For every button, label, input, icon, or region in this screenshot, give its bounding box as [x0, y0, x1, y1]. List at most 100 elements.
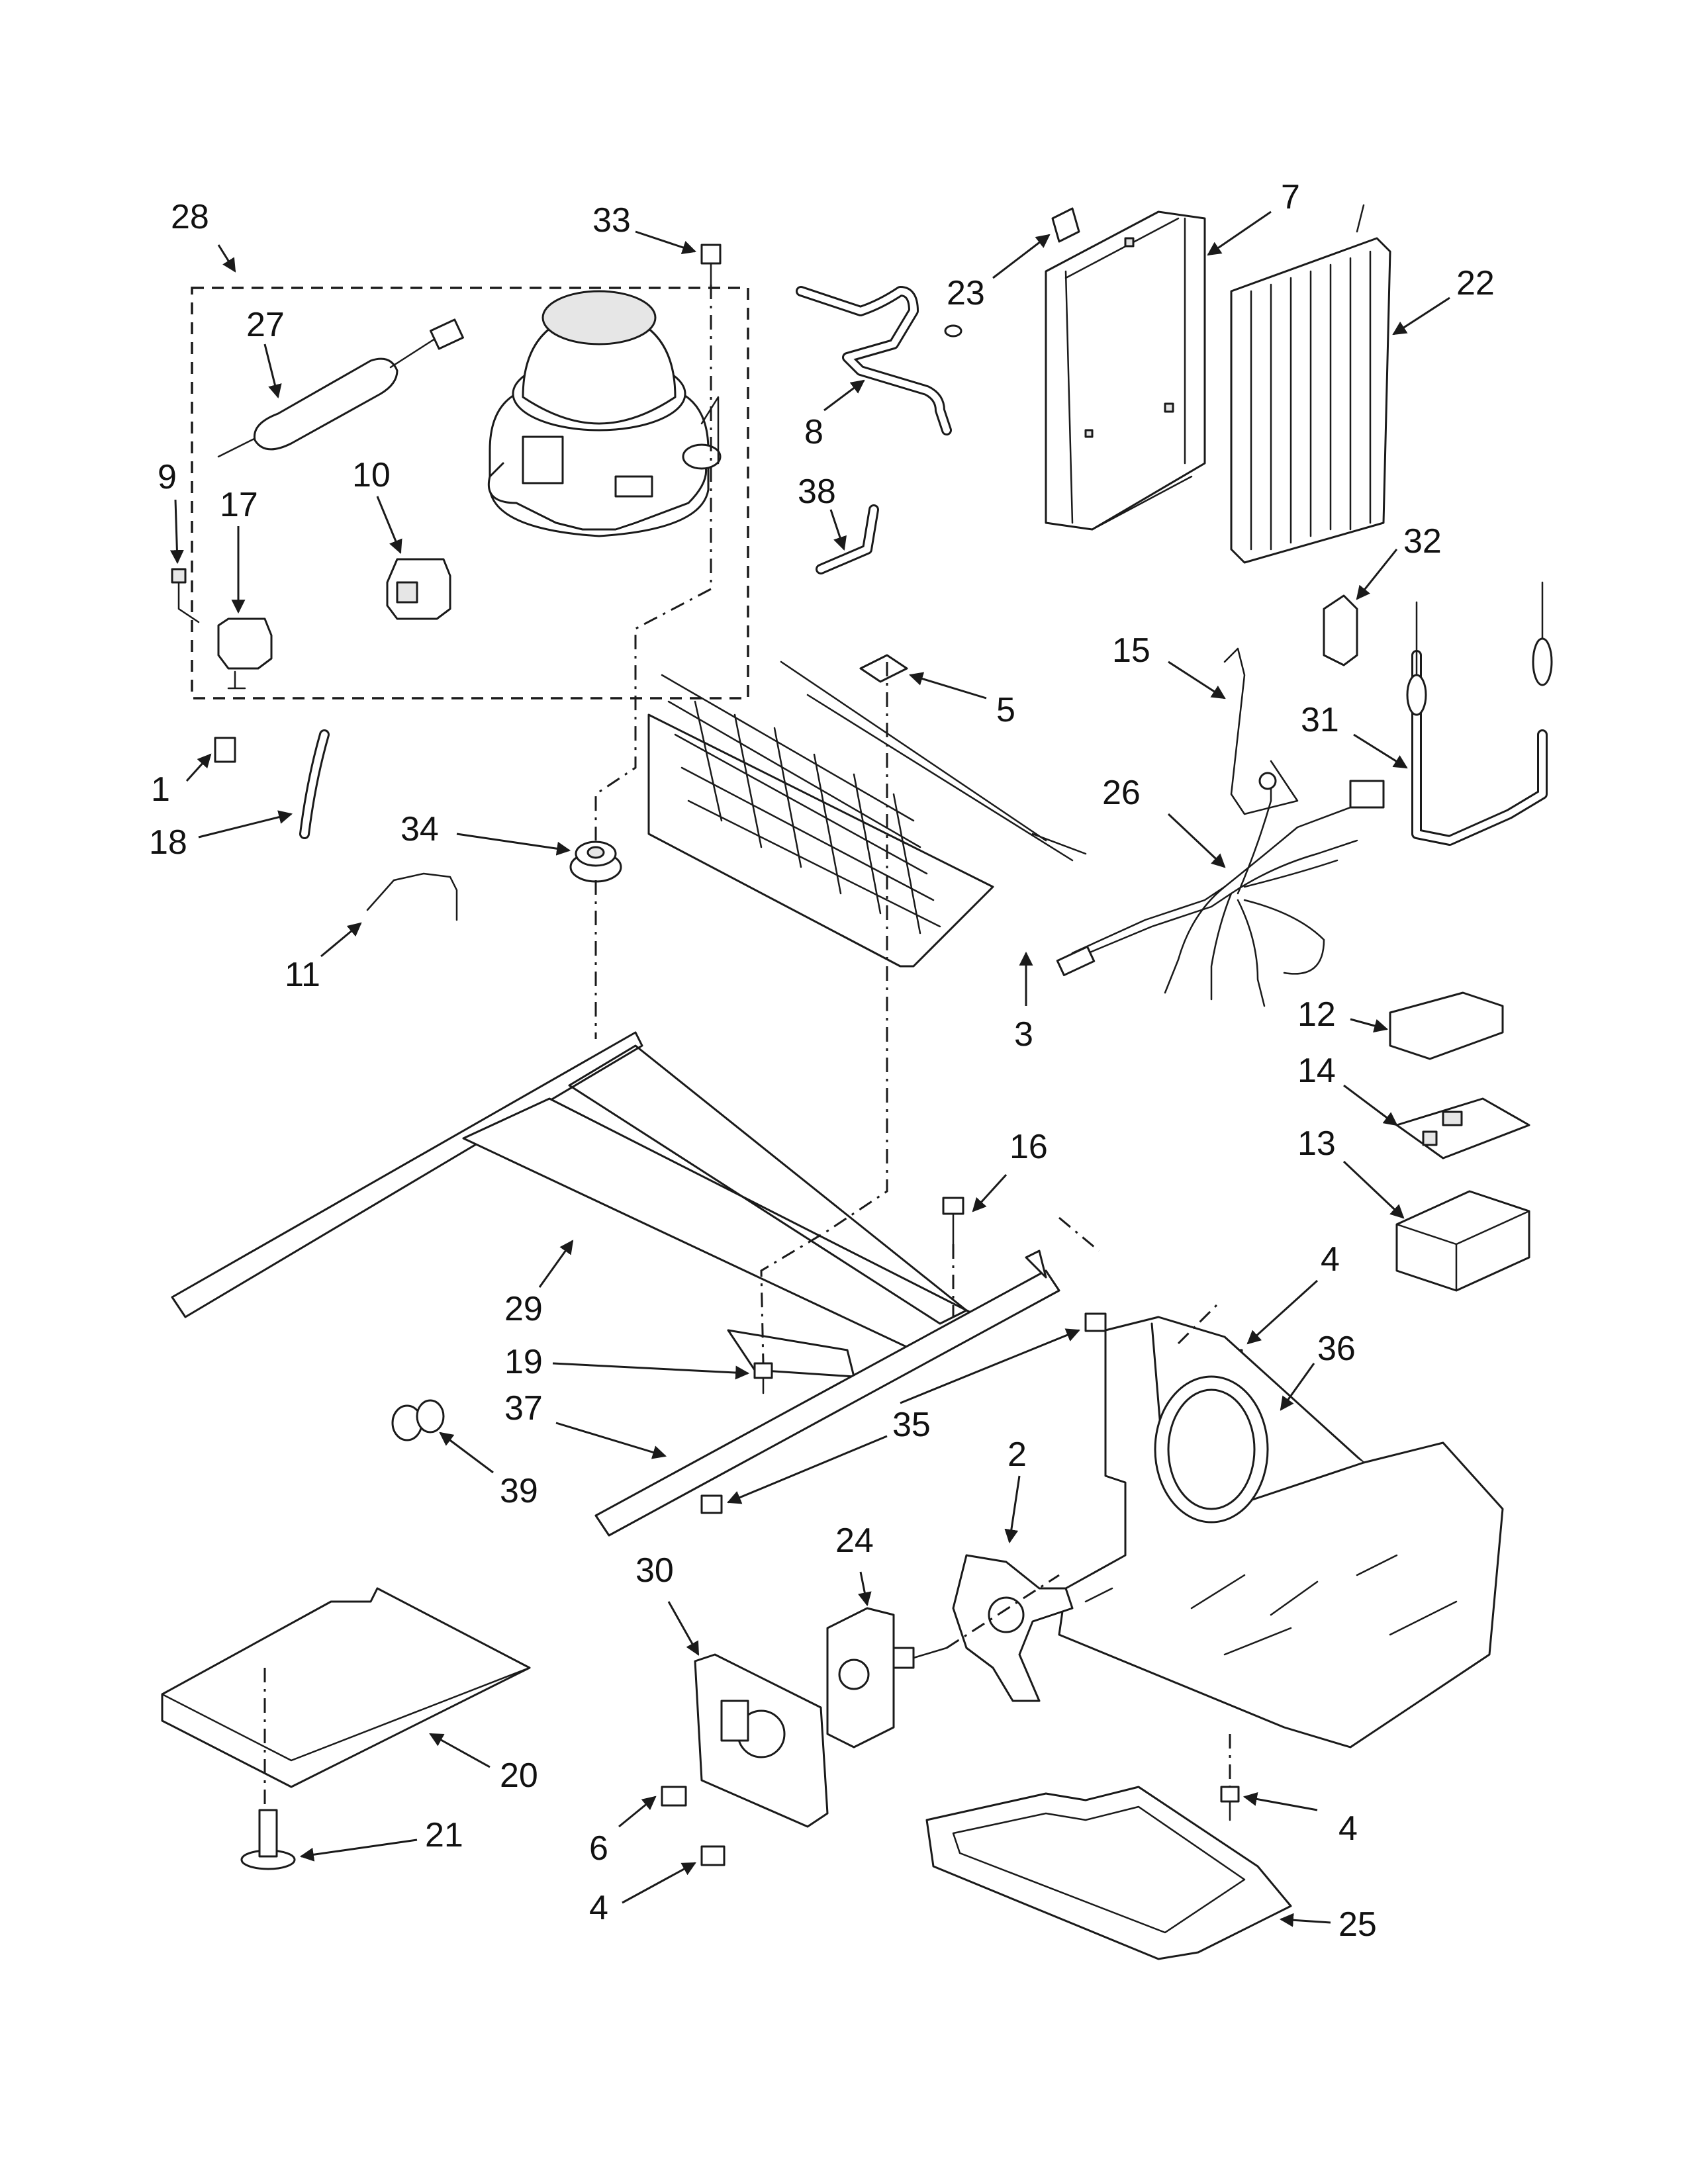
callout-13: 13	[1297, 1124, 1405, 1219]
callout-label-12: 12	[1297, 995, 1336, 1034]
fan-blade-part	[952, 1554, 1074, 1702]
callout-label-38: 38	[798, 473, 836, 511]
callout-label-9: 9	[158, 458, 177, 496]
callout-3: 3	[1014, 951, 1033, 1054]
callout-33: 33	[592, 201, 696, 254]
callout-38: 38	[798, 473, 847, 551]
callout-label-4a: 4	[1321, 1240, 1340, 1279]
callout-19: 19	[504, 1343, 750, 1381]
clip-part	[214, 737, 236, 763]
callout-16: 16	[972, 1128, 1048, 1212]
callout-label-4b: 4	[589, 1889, 608, 1927]
condenser-coil-part	[647, 660, 1087, 968]
tubing-part-31	[1406, 581, 1553, 846]
callout-21: 21	[299, 1816, 463, 1862]
callout-label-24: 24	[835, 1522, 874, 1560]
compressor-assembly-boundary	[191, 287, 749, 700]
callout-29: 29	[504, 1240, 574, 1328]
screw-part	[700, 244, 722, 286]
callout-label-31: 31	[1301, 701, 1339, 739]
relay-part	[386, 558, 451, 620]
control-board-part	[1395, 1097, 1530, 1160]
clip-part-23	[1051, 207, 1080, 243]
motor-bracket-part	[694, 1653, 829, 1828]
wire-clip-part	[366, 872, 458, 921]
callout-label-33: 33	[592, 201, 631, 240]
screw-part-35b	[700, 1494, 723, 1514]
tube-part-38	[816, 504, 879, 574]
callout-4b: 4	[589, 1862, 696, 1927]
callout-5: 5	[908, 672, 1015, 729]
callout-label-26: 26	[1102, 774, 1141, 812]
callout-label-8: 8	[804, 413, 823, 451]
callout-6: 6	[589, 1796, 657, 1868]
callout-4a: 4	[1246, 1240, 1340, 1345]
tube-part-8	[796, 286, 962, 435]
callout-10: 10	[352, 456, 402, 554]
callout-label-20: 20	[500, 1756, 538, 1795]
callout-1: 1	[151, 753, 212, 809]
screw-part-19	[753, 1362, 773, 1394]
callout-label-16: 16	[1009, 1128, 1048, 1166]
wire-harness-part	[1056, 772, 1385, 1007]
callout-label-25: 25	[1338, 1905, 1377, 1944]
fan-motor-part	[826, 1607, 948, 1749]
callout-24: 24	[835, 1522, 874, 1607]
drain-pan-part	[925, 1786, 1292, 1960]
callout-9: 9	[158, 458, 184, 565]
wire-part-15	[1223, 647, 1299, 815]
callout-23: 23	[947, 234, 1051, 312]
callout-label-23: 23	[947, 274, 985, 312]
callout-35: 35	[727, 1328, 1080, 1504]
plug-part	[391, 1399, 445, 1441]
evaporator-coil-part	[1230, 204, 1391, 564]
callout-label-14: 14	[1297, 1052, 1336, 1090]
callout-36: 36	[1280, 1330, 1356, 1411]
coil-clip-part	[859, 654, 908, 683]
compressor-part	[488, 290, 722, 537]
callout-label-22: 22	[1456, 264, 1495, 302]
callout-label-18: 18	[149, 823, 187, 862]
frame-rail-part	[171, 1031, 981, 1378]
callout-34: 34	[400, 810, 571, 856]
callout-18: 18	[149, 810, 293, 862]
evaporator-cover-part	[1045, 210, 1206, 531]
filter-drier-part	[217, 318, 464, 458]
callout-label-13: 13	[1297, 1124, 1336, 1163]
callout-11: 11	[285, 922, 362, 994]
callout-label-30: 30	[635, 1551, 674, 1590]
callout-15: 15	[1112, 631, 1226, 700]
callout-label-2: 2	[1008, 1435, 1027, 1474]
callout-8: 8	[804, 379, 865, 451]
callout-25: 25	[1279, 1905, 1377, 1944]
callout-14: 14	[1297, 1052, 1398, 1126]
callout-label-37: 37	[504, 1389, 543, 1428]
callout-7: 7	[1207, 178, 1300, 256]
callout-label-17: 17	[220, 486, 258, 524]
screw-part-16	[942, 1197, 964, 1246]
callout-label-28: 28	[171, 198, 209, 236]
callout-label-32: 32	[1403, 522, 1442, 561]
screw-part-4b	[700, 1845, 726, 1866]
callout-17: 17	[220, 486, 258, 614]
callout-label-27: 27	[246, 306, 285, 344]
callout-label-4c: 4	[1338, 1809, 1358, 1848]
condenser-base-part	[1058, 1316, 1504, 1749]
callout-22: 22	[1392, 264, 1495, 336]
callout-label-7: 7	[1281, 178, 1300, 216]
callout-label-29: 29	[504, 1290, 543, 1328]
callout-27: 27	[246, 306, 285, 399]
callout-label-10: 10	[352, 456, 391, 494]
callout-32: 32	[1356, 522, 1442, 600]
callout-label-6: 6	[589, 1829, 608, 1868]
callout-12: 12	[1297, 995, 1389, 1034]
control-cover-part	[1389, 991, 1504, 1060]
callout-37: 37	[504, 1389, 667, 1459]
callout-label-1: 1	[151, 770, 170, 809]
alignment-lines	[263, 285, 1231, 1807]
control-box-part	[1395, 1190, 1530, 1292]
callout-label-3: 3	[1014, 1015, 1033, 1054]
screw-part-6	[661, 1786, 687, 1807]
callout-31: 31	[1301, 701, 1408, 769]
leveling-foot-part	[240, 1809, 296, 1870]
